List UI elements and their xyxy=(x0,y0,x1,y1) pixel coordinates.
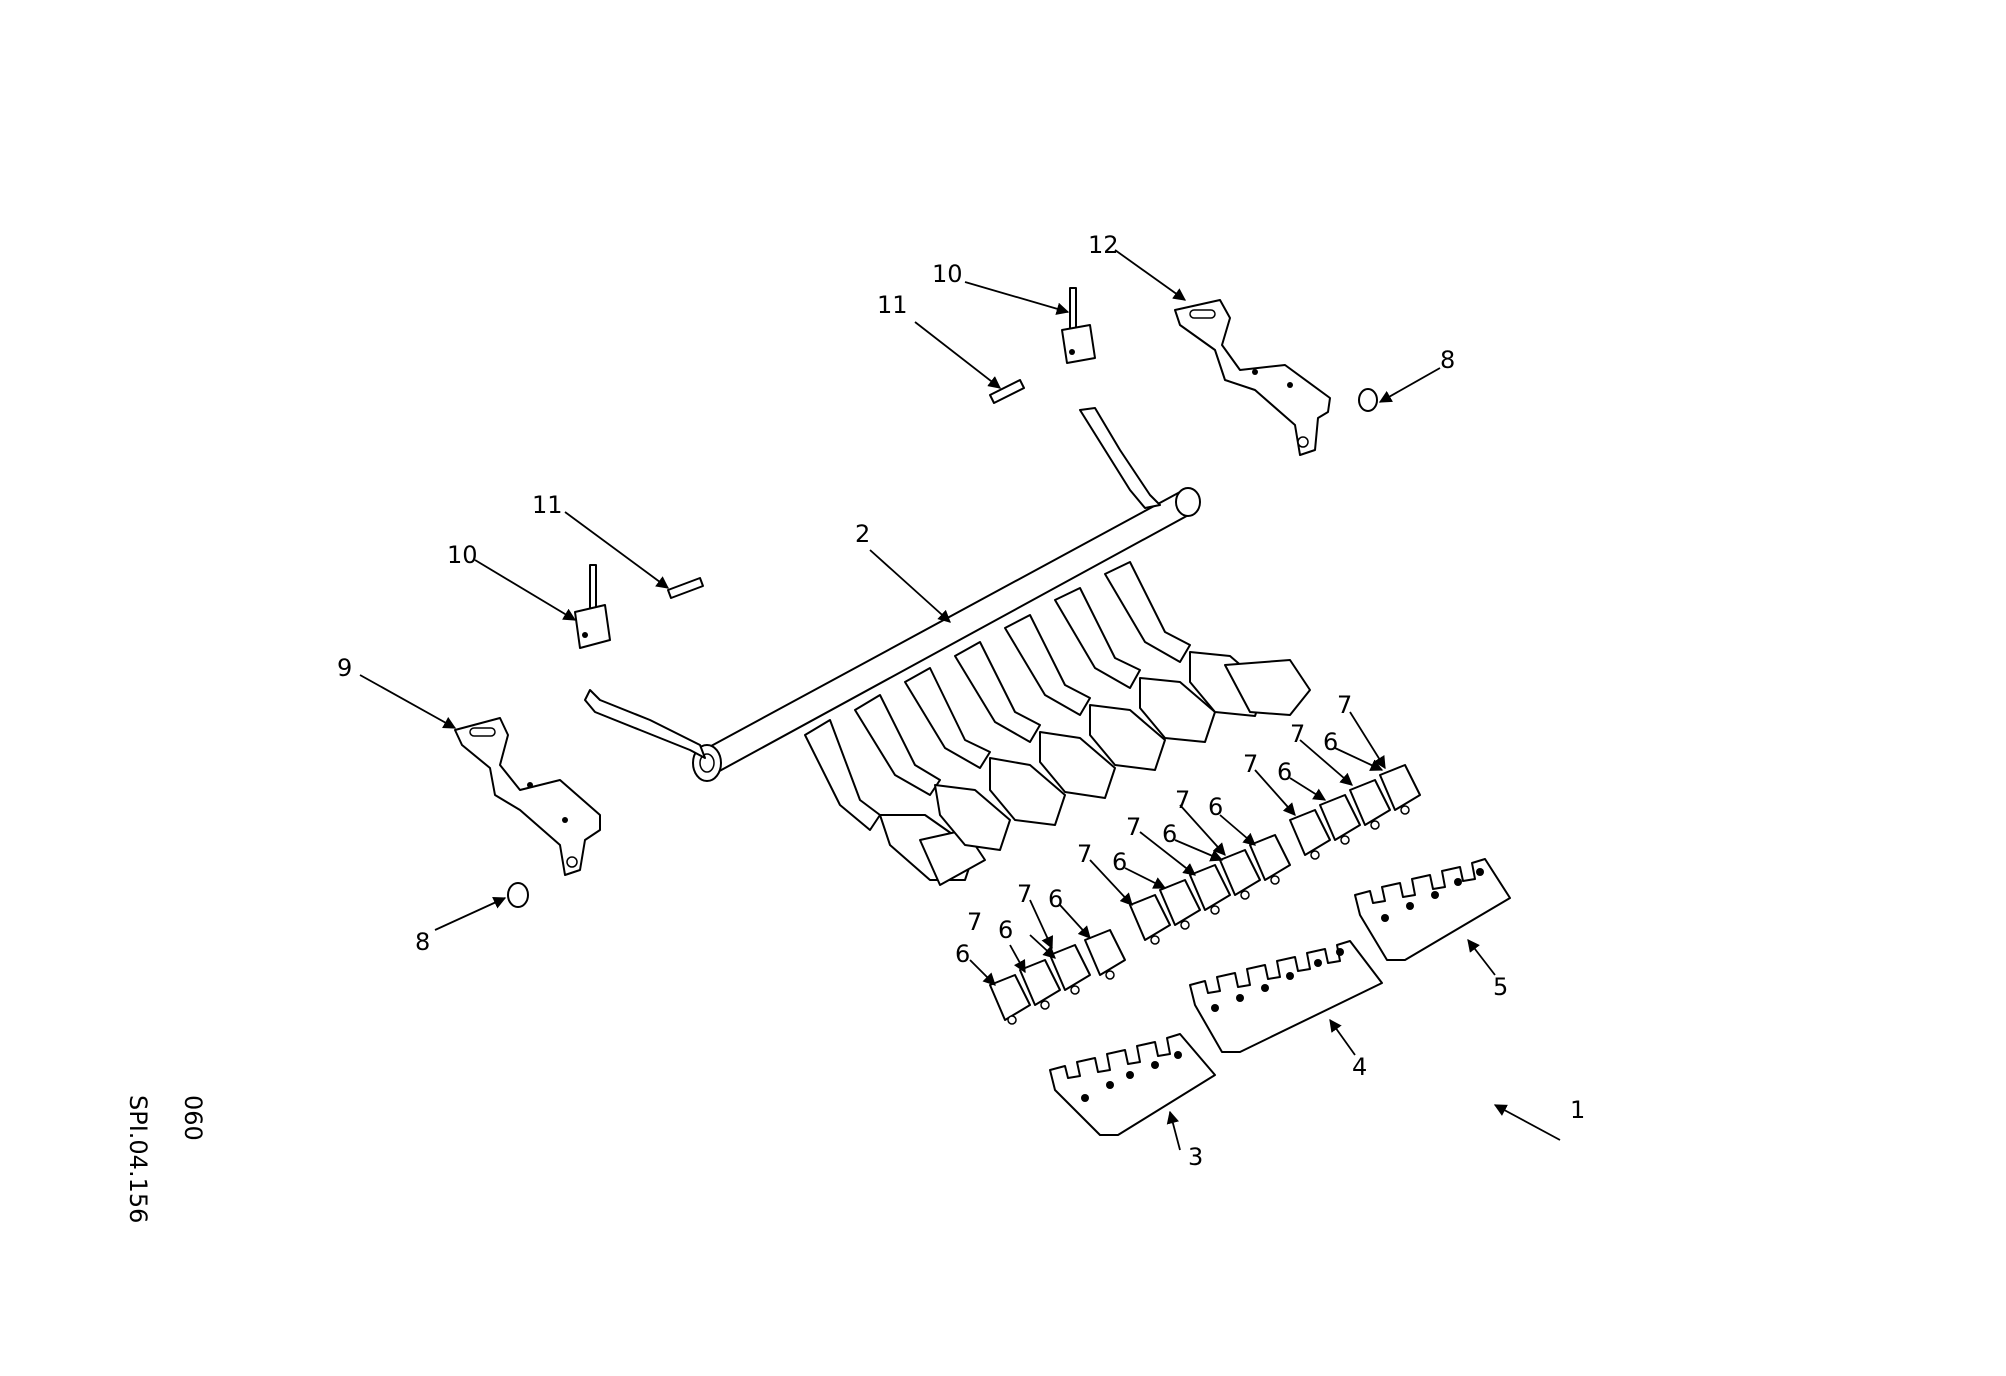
callout-7: 7 xyxy=(1243,750,1258,778)
pin-left xyxy=(667,577,704,599)
scraper-plate-4 xyxy=(1189,940,1383,1053)
scraper-plate-5 xyxy=(1354,858,1511,961)
pin-bracket-right xyxy=(1061,287,1096,364)
callout-8-right: 8 xyxy=(1440,346,1455,374)
callout-11-left: 11 xyxy=(532,491,563,519)
callout-7: 7 xyxy=(1290,720,1305,748)
tine-holder-5 xyxy=(1004,614,1166,771)
tine-holder-3 xyxy=(904,667,1066,826)
callout-2: 2 xyxy=(855,520,870,548)
callout-6: 6 xyxy=(998,916,1013,944)
tine-holder-2 xyxy=(854,694,1011,851)
callout-9: 9 xyxy=(337,654,352,682)
washer-left xyxy=(507,882,529,908)
callout-3: 3 xyxy=(1188,1143,1203,1171)
tine-holder-6 xyxy=(1054,587,1216,743)
callout-10-right: 10 xyxy=(932,260,963,288)
callout-8-left: 8 xyxy=(415,928,430,956)
callout-7: 7 xyxy=(1337,691,1352,719)
callout-6: 6 xyxy=(1323,728,1338,756)
callout-1: 1 xyxy=(1570,1096,1585,1124)
tine-holder-4 xyxy=(954,641,1116,799)
callout-6: 6 xyxy=(1048,885,1063,913)
callout-7: 7 xyxy=(967,908,982,936)
sheet-number: 060 xyxy=(179,1095,207,1141)
callout-6: 6 xyxy=(1208,793,1223,821)
callout-5: 5 xyxy=(1493,973,1508,1001)
callout-4: 4 xyxy=(1352,1053,1367,1081)
callout-6: 6 xyxy=(1162,820,1177,848)
callout-7: 7 xyxy=(1017,880,1032,908)
callout-10-left: 10 xyxy=(447,541,478,569)
callout-6: 6 xyxy=(1277,758,1292,786)
callout-12: 12 xyxy=(1088,231,1119,259)
callout-7: 7 xyxy=(1126,813,1141,841)
scraper-plate-3 xyxy=(1049,1033,1216,1136)
washer-right xyxy=(1358,388,1378,412)
drawing-reference: 060 SPI.04.156 xyxy=(124,1095,207,1223)
tine-holder-7 xyxy=(1104,561,1311,717)
tine-clips xyxy=(989,764,1421,1025)
shaft-assembly xyxy=(584,407,1311,886)
reference-code: SPI.04.156 xyxy=(124,1095,152,1223)
callout-7: 7 xyxy=(1175,786,1190,814)
callout-6: 6 xyxy=(1112,848,1127,876)
callout-labels: 1 2 3 4 5 8 8 9 12 10 11 10 11 6 7 6 7 6… xyxy=(337,231,1585,1171)
leader-lines xyxy=(359,249,1561,1151)
mounting-bracket-left xyxy=(454,717,601,876)
callout-7: 7 xyxy=(1077,840,1092,868)
callout-11-right: 11 xyxy=(877,291,908,319)
pin-right xyxy=(989,379,1025,404)
mounting-bracket-right xyxy=(1174,299,1331,456)
pin-bracket-left xyxy=(574,564,611,649)
callout-6: 6 xyxy=(955,940,970,968)
